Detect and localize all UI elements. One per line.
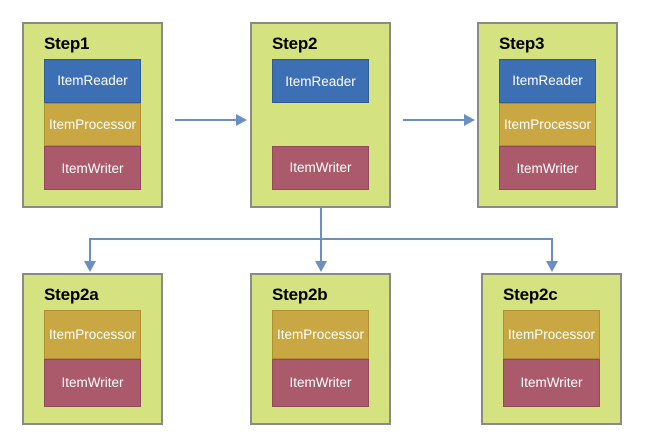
arrow-head-step2-to-step3 — [464, 114, 475, 126]
component-stack-step3: ItemReader ItemProcessor ItemWriter — [499, 59, 596, 191]
component-itemwriter-step1[interactable]: ItemWriter — [44, 146, 141, 191]
connector-branch-drop-step2c — [551, 238, 553, 263]
connector-line-step1-to-step2 — [175, 119, 237, 121]
component-slot-empty-step2 — [272, 103, 369, 145]
step-box-step2a[interactable]: Step2a ItemProcessor ItemWriter — [22, 273, 163, 425]
connector-branch-trunk — [320, 208, 322, 240]
component-stack-step1: ItemReader ItemProcessor ItemWriter — [44, 59, 141, 191]
component-itemreader-step2[interactable]: ItemReader — [272, 59, 369, 104]
component-itemprocessor-step2c[interactable]: ItemProcessor — [503, 310, 600, 359]
step-title-step2c: Step2c — [503, 285, 558, 304]
component-itemwriter-step2[interactable]: ItemWriter — [272, 145, 369, 190]
component-stack-step2: ItemReader ItemWriter — [272, 59, 369, 190]
step-box-step2[interactable]: Step2 ItemReader ItemWriter — [250, 22, 391, 208]
step-title-step2a: Step2a — [44, 285, 99, 304]
arrow-head-step2-to-step2b — [315, 261, 327, 272]
step-box-step2b[interactable]: Step2b ItemProcessor ItemWriter — [250, 273, 391, 425]
step-title-step1: Step1 — [44, 34, 90, 53]
step-box-step2c[interactable]: Step2c ItemProcessor ItemWriter — [481, 273, 622, 425]
component-stack-step2b: ItemProcessor ItemWriter — [272, 310, 369, 407]
step-title-step3: Step3 — [499, 34, 545, 53]
arrow-head-step2-to-step2a — [84, 261, 96, 272]
arrow-head-step1-to-step2 — [236, 114, 247, 126]
component-stack-step2c: ItemProcessor ItemWriter — [503, 310, 600, 407]
component-itemprocessor-step2a[interactable]: ItemProcessor — [44, 310, 141, 359]
arrow-head-step2-to-step2c — [546, 261, 558, 272]
component-itemreader-step1[interactable]: ItemReader — [44, 59, 141, 103]
connector-branch-drop-step2b — [320, 238, 322, 263]
component-itemprocessor-step2b[interactable]: ItemProcessor — [272, 310, 369, 359]
component-itemwriter-step3[interactable]: ItemWriter — [499, 146, 596, 191]
component-itemwriter-step2b[interactable]: ItemWriter — [272, 358, 369, 407]
component-itemwriter-step2a[interactable]: ItemWriter — [44, 358, 141, 407]
step-title-step2b: Step2b — [272, 285, 328, 304]
step-title-step2: Step2 — [272, 34, 318, 53]
component-stack-step2a: ItemProcessor ItemWriter — [44, 310, 141, 407]
component-itemreader-step3[interactable]: ItemReader — [499, 59, 596, 103]
step-box-step1[interactable]: Step1 ItemReader ItemProcessor ItemWrite… — [22, 22, 163, 208]
connector-line-step2-to-step3 — [403, 119, 465, 121]
component-itemprocessor-step3[interactable]: ItemProcessor — [499, 102, 596, 147]
component-itemprocessor-step1[interactable]: ItemProcessor — [44, 102, 141, 147]
component-itemwriter-step2c[interactable]: ItemWriter — [503, 358, 600, 407]
step-box-step3[interactable]: Step3 ItemReader ItemProcessor ItemWrite… — [477, 22, 618, 208]
connector-branch-drop-step2a — [89, 238, 91, 263]
